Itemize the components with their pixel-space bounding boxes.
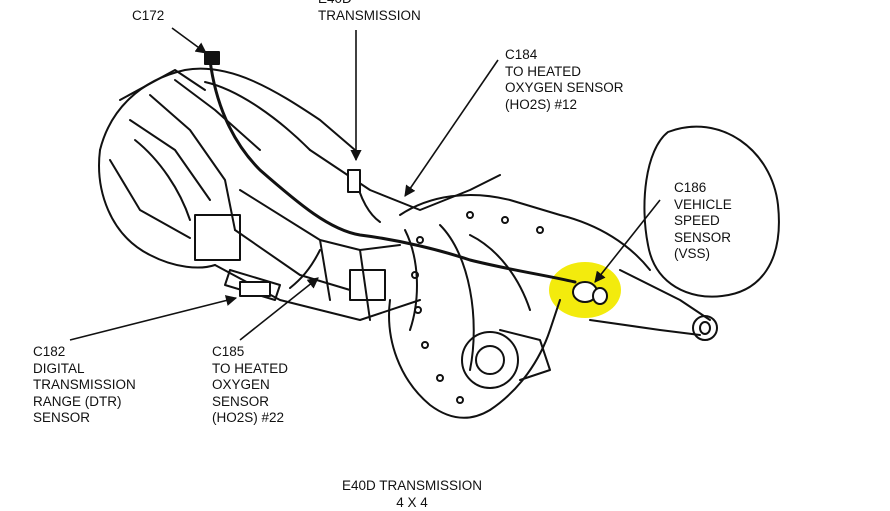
label-c182-line1: DIGITAL bbox=[33, 360, 85, 376]
label-c182: C182 DIGITAL TRANSMISSION RANGE (DTR) SE… bbox=[33, 344, 136, 427]
caption-line1: E40D TRANSMISSION bbox=[341, 478, 483, 493]
label-c184-line3: (HO2S) #12 bbox=[505, 96, 578, 112]
label-c185-line3: SENSOR bbox=[212, 393, 270, 409]
label-c186: C186 VEHICLE SPEED SENSOR (VSS) bbox=[674, 180, 732, 263]
label-c184: C184 TO HEATED OXYGEN SENSOR (HO2S) #12 bbox=[505, 47, 624, 113]
leader-c182 bbox=[69, 295, 238, 341]
label-c186-line1: VEHICLE bbox=[674, 196, 732, 212]
label-c185-line4: (HO2S) #22 bbox=[212, 410, 285, 425]
caption-line2: 4 X 4 bbox=[396, 494, 428, 510]
label-c182-id: C182 bbox=[33, 344, 66, 359]
vss-circle-annotation bbox=[643, 125, 780, 298]
label-c186-id: C186 bbox=[674, 180, 707, 195]
label-e40d-id: E40D bbox=[318, 0, 421, 8]
label-e40d-line1: TRANSMISSION bbox=[318, 7, 421, 23]
label-c185-id: C185 bbox=[212, 344, 245, 359]
label-c172: C172 bbox=[132, 8, 164, 25]
label-c182-line4: SENSOR bbox=[33, 410, 91, 425]
label-c184-line1: TO HEATED bbox=[505, 63, 582, 79]
label-c182-line2: TRANSMISSION bbox=[33, 377, 136, 392]
label-c172-id: C172 bbox=[132, 8, 165, 23]
leader-c172 bbox=[171, 27, 207, 54]
leader-c186 bbox=[594, 199, 661, 283]
label-c182-line3: RANGE (DTR) bbox=[33, 393, 122, 409]
leader-c184 bbox=[404, 59, 499, 197]
label-c185-line2: OXYGEN bbox=[212, 377, 270, 392]
label-e40d-transmission: E40D TRANSMISSION bbox=[318, 0, 421, 24]
label-c185: C185 TO HEATED OXYGEN SENSOR (HO2S) #22 bbox=[212, 344, 288, 427]
leader-lines bbox=[69, 27, 661, 341]
label-c184-line2: OXYGEN SENSOR bbox=[505, 80, 624, 95]
label-c186-line4: (VSS) bbox=[674, 246, 711, 261]
label-c186-line2: SPEED bbox=[674, 213, 720, 228]
label-c185-line1: TO HEATED bbox=[212, 360, 289, 376]
figure-caption: E40D TRANSMISSION 4 X 4 bbox=[330, 478, 494, 511]
leader-c185 bbox=[239, 277, 319, 341]
transmission-body bbox=[98, 51, 718, 419]
label-c186-line3: SENSOR bbox=[674, 229, 732, 245]
label-c184-id: C184 bbox=[505, 47, 538, 62]
